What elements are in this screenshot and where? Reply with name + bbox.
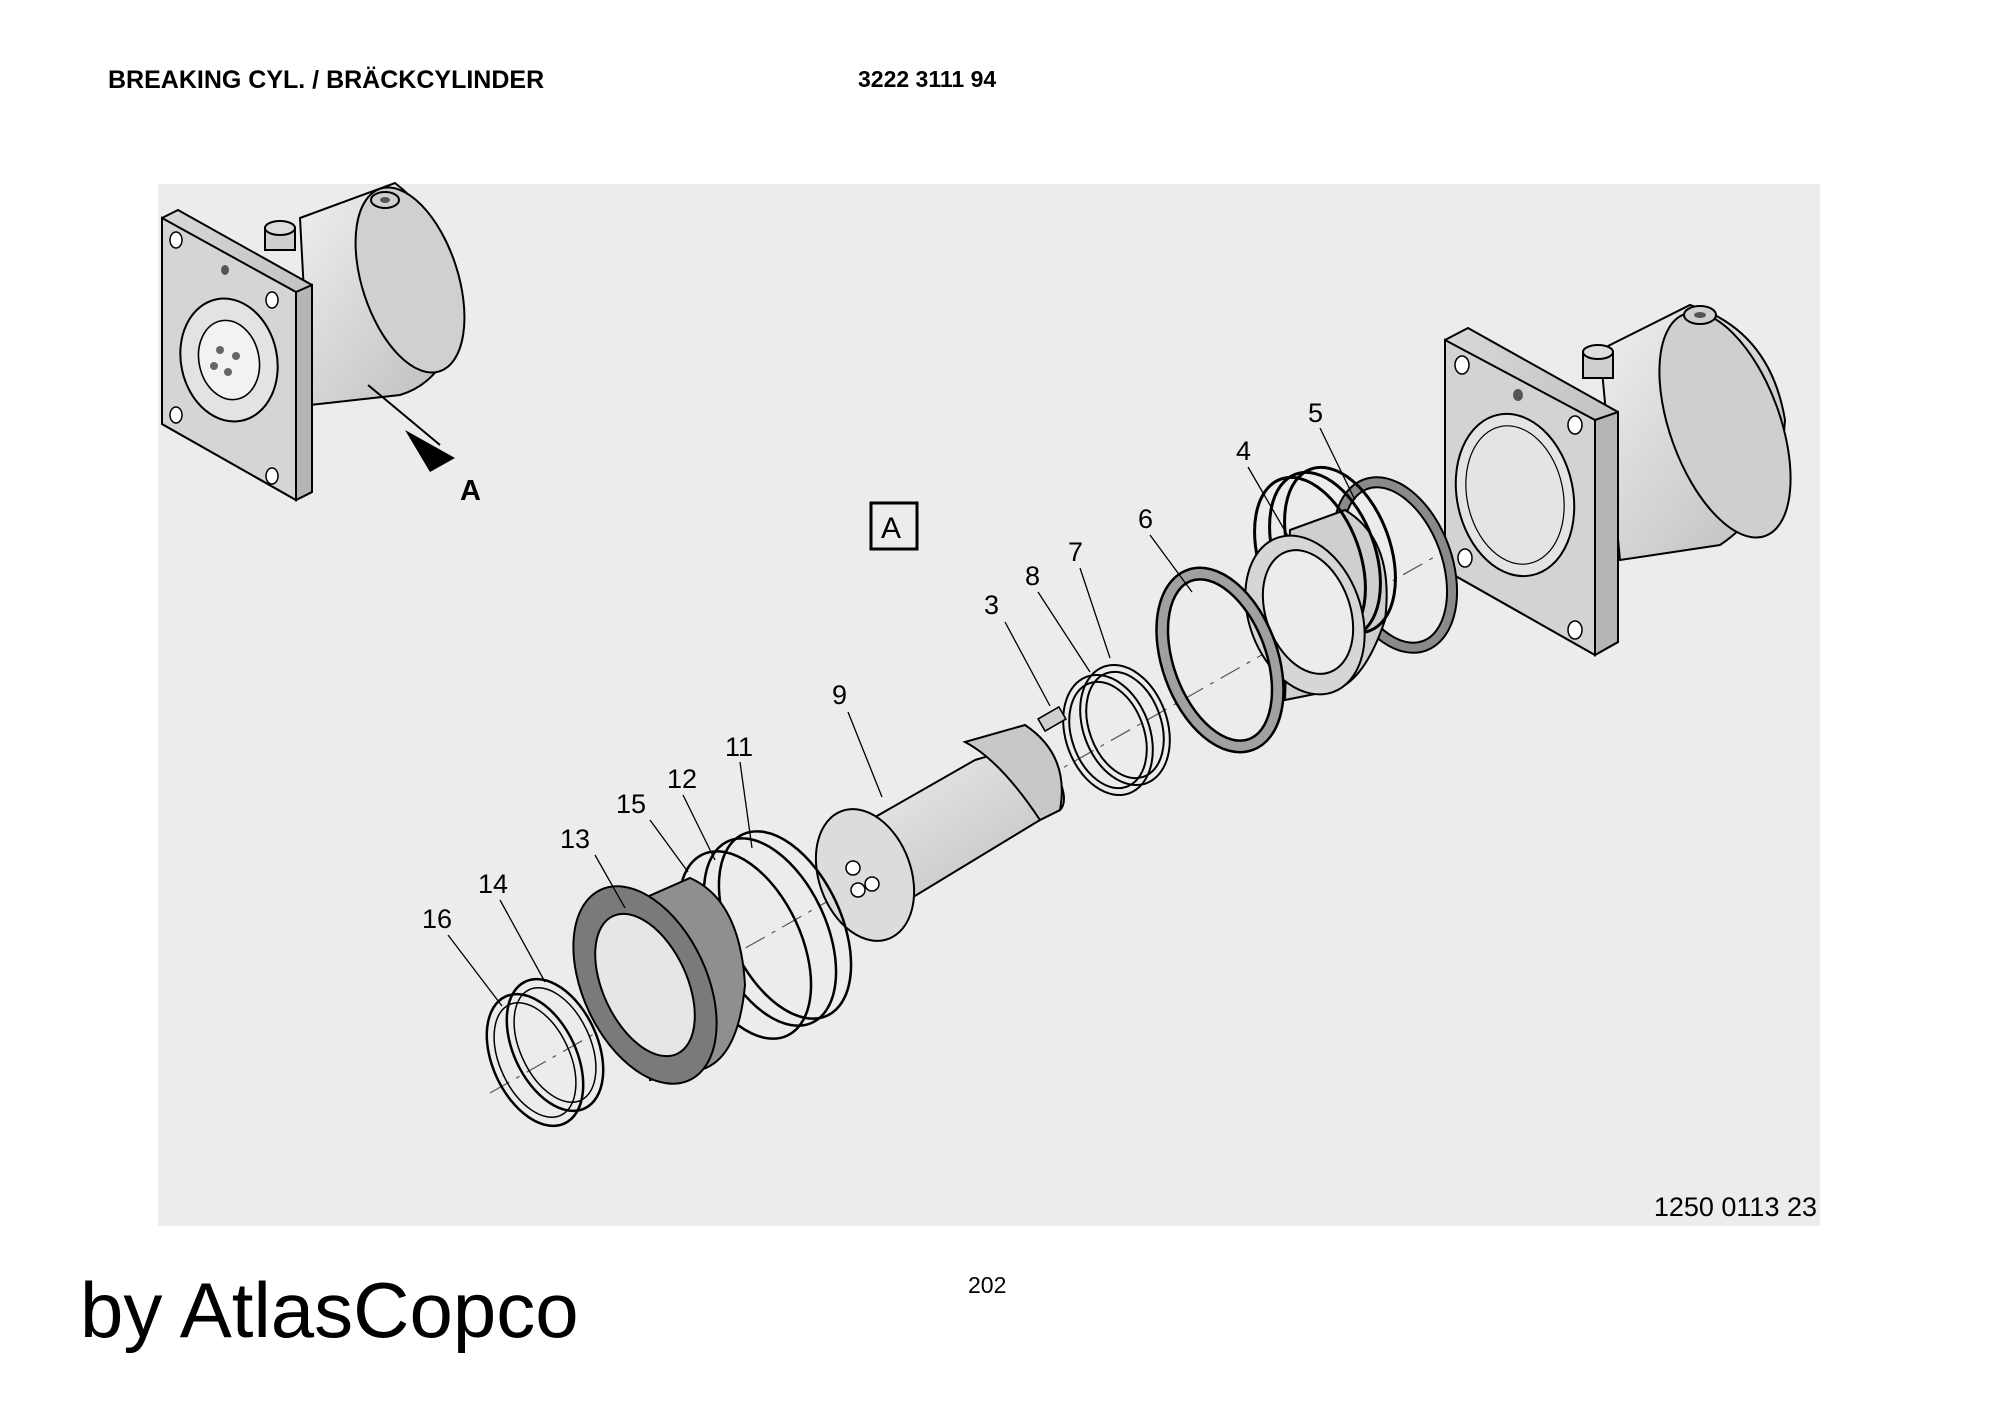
view-marker-box xyxy=(869,501,919,551)
assembled-cylinder-small xyxy=(161,181,466,502)
view-marker-label: A xyxy=(881,512,901,545)
callout-3: 3 xyxy=(984,590,999,620)
view-arrow-head xyxy=(405,430,455,472)
callout-4: 4 xyxy=(1236,436,1251,466)
view-arrow-line xyxy=(367,384,441,446)
callout-11: 11 xyxy=(725,732,753,762)
part-number: 3222 3111 94 xyxy=(858,66,997,92)
callout-15: 15 xyxy=(616,789,646,819)
part-8-o-ring xyxy=(1062,673,1154,797)
callout-12: 12 xyxy=(667,764,697,794)
part-7-o-ring xyxy=(1079,663,1171,787)
part-16-ring xyxy=(485,992,585,1128)
leader-lines xyxy=(447,427,1356,1007)
callout-13: 13 xyxy=(560,824,590,854)
callout-6: 6 xyxy=(1138,504,1153,534)
page-title: BREAKING CYL. / BRÄCKCYLINDER xyxy=(108,66,545,94)
part-4-guide xyxy=(1244,465,1397,702)
callout-8: 8 xyxy=(1025,561,1040,591)
part-9-piston xyxy=(814,723,1065,942)
callout-16: 16 xyxy=(422,904,452,934)
callout-9: 9 xyxy=(832,680,847,710)
part-6-backup-ring xyxy=(1155,566,1285,754)
cylinder-housing xyxy=(1444,303,1792,657)
callout-5: 5 xyxy=(1308,398,1323,428)
branding-text: by AtlasCopco xyxy=(80,1266,579,1354)
part-3-pin xyxy=(1037,705,1067,733)
view-label: A xyxy=(460,475,481,507)
drawing-code: 1250 0113 23 xyxy=(1653,1192,1817,1222)
page-number: 202 xyxy=(968,1272,1007,1298)
part-13-end-cap xyxy=(572,876,747,1085)
callout-14: 14 xyxy=(478,869,508,899)
callout-7: 7 xyxy=(1068,537,1083,567)
